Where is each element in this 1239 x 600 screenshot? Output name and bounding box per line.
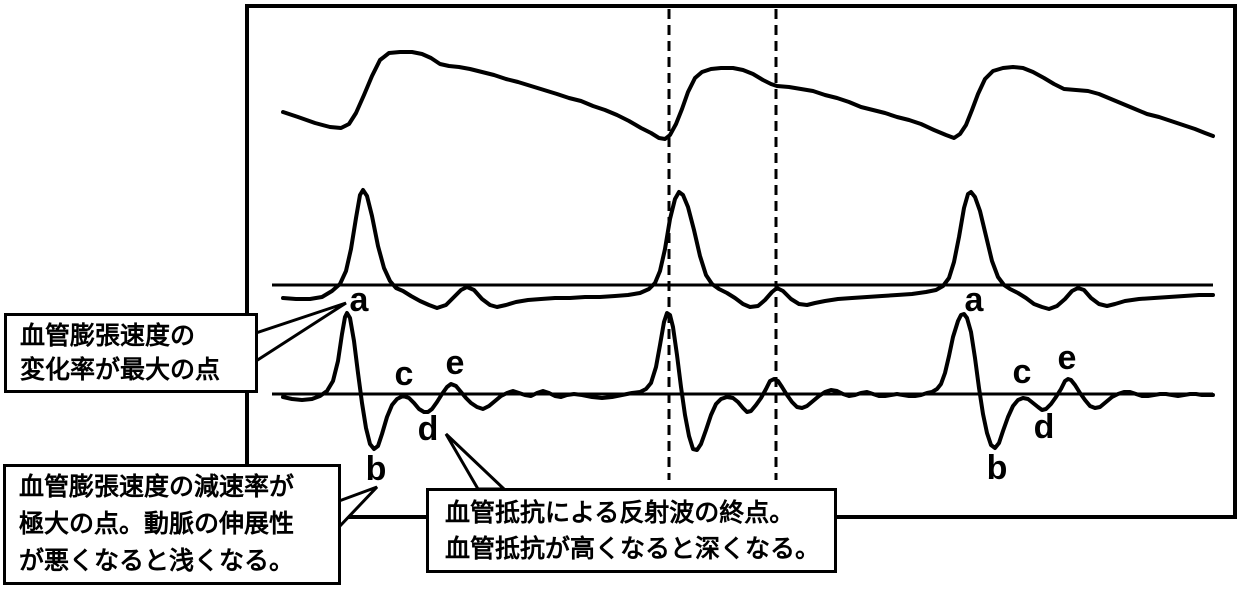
callout-text-line: 血管抵抗が高くなると深くなる。: [445, 534, 821, 563]
callout-pointer-to-d: [444, 432, 508, 491]
point-label-b-cycle1: b: [365, 450, 387, 488]
callout-pointer-to-a: [254, 301, 347, 364]
acceleration-wave-curve: [281, 311, 1215, 452]
velocity-wave-curve: [281, 188, 1215, 311]
point-label-a-cycle3: a: [964, 281, 984, 319]
callout-point-a-note: 血管膨張速度の 変化率が最大の点: [4, 313, 258, 393]
callout-text-line: 血管膨張速度の: [20, 322, 196, 350]
point-label-a-cycle1: a: [349, 281, 369, 319]
point-label-b-cycle3: b: [986, 449, 1008, 487]
point-label-e-cycle1: e: [445, 344, 465, 382]
point-label-c-cycle3: c: [1012, 353, 1032, 391]
point-label-d-cycle1: d: [417, 410, 439, 448]
point-label-c-cycle1: c: [394, 355, 414, 393]
pulse-wave-curve: [281, 50, 1215, 141]
callout-text-line: 血管膨張速度の減速率が: [19, 473, 295, 501]
plot-border: [245, 4, 1237, 519]
point-label-d-cycle3: d: [1033, 408, 1055, 446]
callout-point-d-note: 血管抵抗による反射波の終点。 血管抵抗が高くなると深くなる。: [426, 488, 837, 573]
callout-text-line: 変化率が最大の点: [20, 356, 221, 384]
point-label-e-cycle3: e: [1057, 339, 1077, 377]
callout-text-line: 血管抵抗による反射波の終点。: [445, 498, 795, 527]
callout-point-b-note: 血管膨張速度の減速率が 極大の点。動脈の伸展性 が悪くなると浅くなる。: [3, 464, 341, 585]
callout-text-line: が悪くなると浅くなる。: [19, 547, 295, 575]
callout-pointer-to-b: [337, 485, 379, 531]
callout-text-line: 極大の点。動脈の伸展性: [19, 510, 295, 538]
